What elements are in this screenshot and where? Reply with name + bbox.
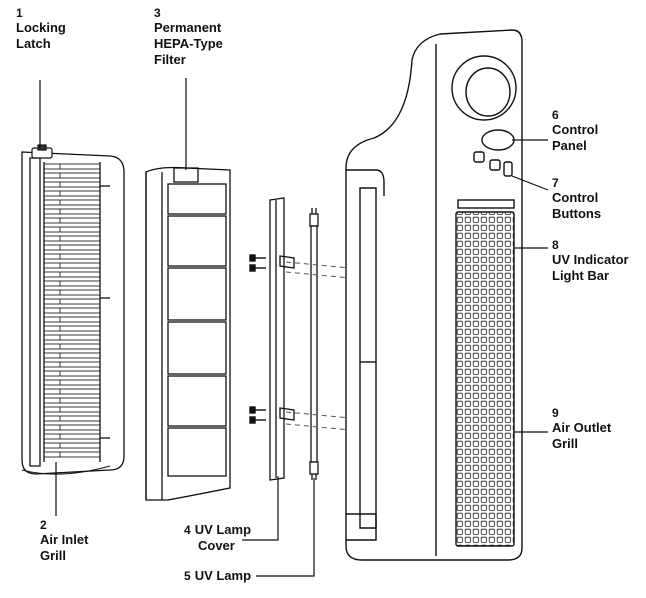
locking-latch-part bbox=[31, 144, 53, 159]
callout-hepa-filter: 3 Permanent HEPA-Type Filter bbox=[154, 6, 223, 68]
callout-number: 4 bbox=[184, 523, 191, 537]
uv-lamp-part bbox=[309, 208, 319, 480]
air-inlet-grill-part bbox=[21, 151, 125, 475]
callout-text: Light Bar bbox=[552, 268, 610, 283]
callout-text: Locking bbox=[16, 20, 66, 35]
callout-text: Air Inlet bbox=[40, 532, 89, 547]
callout-number: 6 bbox=[552, 108, 559, 122]
callout-text: Cover bbox=[198, 538, 235, 553]
callout-text: Grill bbox=[40, 548, 67, 563]
callout-text: Control bbox=[552, 122, 599, 137]
callout-air-inlet-grill: 2 Air Inlet Grill bbox=[40, 518, 88, 564]
screw-icon bbox=[249, 254, 266, 424]
callout-number: 2 bbox=[40, 518, 47, 532]
callout-text: Permanent bbox=[154, 20, 222, 35]
callout-text: Grill bbox=[552, 436, 579, 451]
callout-text: UV Indicator bbox=[552, 252, 629, 267]
callout-uv-indicator-light-bar: 8 UV Indicator Light Bar bbox=[552, 238, 629, 284]
leader-line-uv-lamp bbox=[256, 478, 315, 577]
callout-text: UV Lamp bbox=[194, 522, 252, 537]
callout-text: Buttons bbox=[552, 206, 602, 221]
hepa-filter-part bbox=[145, 166, 231, 501]
leader-line-control-buttons bbox=[511, 175, 549, 191]
leader-lines bbox=[39, 78, 549, 577]
callout-number: 3 bbox=[154, 6, 161, 20]
callout-text: Air Outlet bbox=[552, 420, 612, 435]
leader-line-uv-lamp-cover bbox=[242, 476, 279, 541]
callout-text: UV Lamp bbox=[194, 568, 252, 583]
callout-number: 8 bbox=[552, 238, 559, 252]
callout-number: 9 bbox=[552, 406, 559, 420]
callout-text: HEPA-Type bbox=[154, 36, 223, 51]
callout-number: 7 bbox=[552, 176, 559, 190]
callout-text: Filter bbox=[154, 52, 186, 67]
tower-body bbox=[345, 29, 523, 561]
callout-text: Latch bbox=[16, 36, 51, 51]
callout-number: 5 bbox=[184, 569, 191, 583]
callout-number: 1 bbox=[16, 6, 23, 20]
callout-locking-latch: 1 Locking Latch bbox=[16, 6, 66, 52]
callout-air-outlet-grill: 9 Air Outlet Grill bbox=[552, 406, 611, 452]
callout-control-buttons: 7 Control Buttons bbox=[552, 176, 601, 222]
uv-lamp-cover-part bbox=[269, 197, 295, 481]
callout-text: Control bbox=[552, 190, 599, 205]
callout-text: Panel bbox=[552, 138, 587, 153]
callout-control-panel: 6 Control Panel bbox=[552, 108, 598, 154]
alignment-guides bbox=[285, 261, 351, 431]
